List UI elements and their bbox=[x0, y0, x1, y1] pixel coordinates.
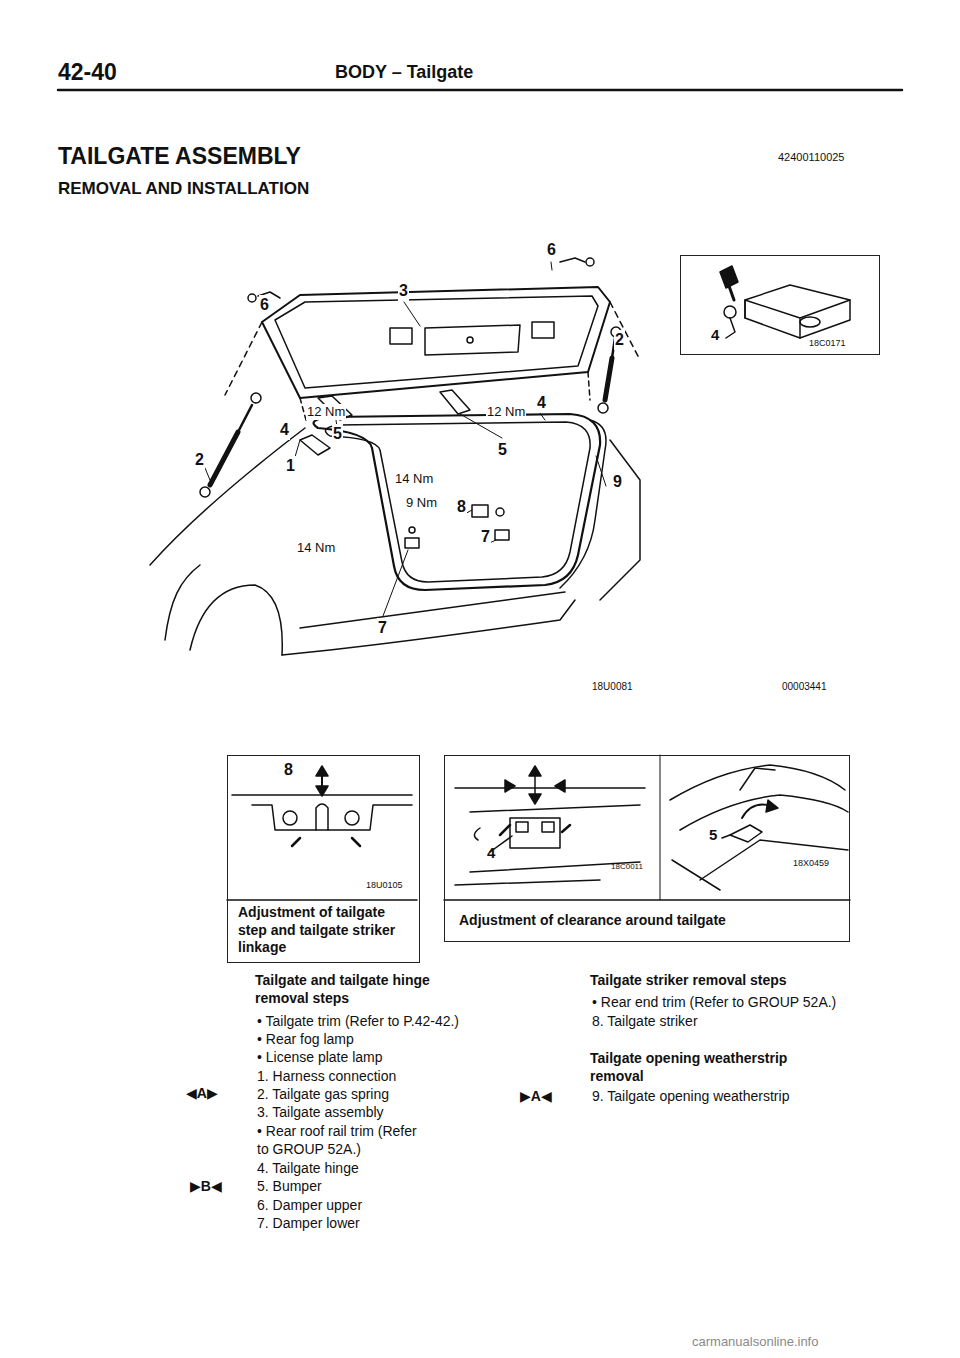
hinge bbox=[300, 390, 470, 455]
step-text: Tailgate and tailgate hinge removal step… bbox=[255, 972, 485, 1007]
tailgate bbox=[225, 287, 640, 420]
car-body bbox=[150, 420, 640, 655]
callout-number: 4 bbox=[711, 326, 719, 345]
callout-number: 5 bbox=[332, 424, 343, 444]
watermark: carmanualsonline.info bbox=[692, 1334, 818, 1350]
callout-number: 9 Nm bbox=[405, 495, 438, 511]
step-text: • License plate lamp bbox=[257, 1049, 383, 1067]
step-text: Tailgate striker removal steps bbox=[590, 972, 787, 990]
step-text: 8. Tailgate striker bbox=[592, 1013, 698, 1031]
figure-code: 18U0081 bbox=[592, 681, 633, 694]
header-text: 42-40 bbox=[58, 58, 117, 87]
gas-spring bbox=[200, 327, 621, 497]
callout-number: 12 Nm bbox=[486, 404, 526, 420]
step-text: • Tailgate trim (Refer to P.42-42.) bbox=[257, 1013, 459, 1031]
callout-number: 1 bbox=[285, 456, 296, 476]
step-text: 5. Bumper bbox=[257, 1178, 322, 1196]
callout-number: 4 bbox=[487, 844, 495, 863]
header-text: BODY – Tailgate bbox=[335, 61, 473, 84]
step-text: ▶A◀ bbox=[520, 1088, 552, 1106]
callout-number: 6 bbox=[259, 295, 270, 315]
step-text: • Rear roof rail trim (Refer to GROUP 52… bbox=[257, 1123, 432, 1158]
callout-number: 8 bbox=[456, 497, 467, 517]
figure-box: 4 18C0011 5 18X0459Adjustment of clearance … bbox=[444, 755, 850, 942]
header-rule bbox=[58, 89, 902, 92]
step-text: • Rear fog lamp bbox=[257, 1031, 354, 1049]
callout-number: 7 bbox=[377, 618, 388, 638]
figure-caption: Adjustment of tailgate step and tailgate… bbox=[238, 904, 414, 957]
figure-code: 18U0105 bbox=[366, 880, 403, 891]
figure-box: 4 18C0171 bbox=[680, 255, 880, 355]
page-title: TAILGATE ASSEMBLY bbox=[58, 142, 301, 171]
step-text: 7. Damper lower bbox=[257, 1215, 360, 1233]
figure-code: 18C0171 bbox=[809, 338, 846, 349]
step-text: ▶B◀ bbox=[190, 1178, 222, 1196]
step-text: • Rear end trim (Refer to GROUP 52A.) bbox=[592, 994, 836, 1012]
striker-detail bbox=[227, 766, 417, 900]
step-text: 9. Tailgate opening weatherstrip bbox=[592, 1088, 789, 1106]
callout-number: 7 bbox=[480, 527, 491, 547]
callout-number: 2 bbox=[194, 450, 205, 470]
callout-number: 8 bbox=[284, 760, 293, 780]
callout-number: 9 bbox=[612, 472, 623, 492]
step-text: 2. Tailgate gas spring bbox=[257, 1086, 389, 1104]
callout-number: 4 bbox=[536, 393, 547, 413]
callout-number: 2 bbox=[614, 330, 625, 350]
figure-box: 8 18U0105Adjustment of tailgate step and … bbox=[227, 755, 420, 963]
leader-line bbox=[205, 262, 614, 616]
step-text: ◀A▶ bbox=[186, 1085, 218, 1103]
callout-number: 5 bbox=[497, 440, 508, 460]
step-text: 3. Tailgate assembly bbox=[257, 1104, 384, 1122]
figure-code: 18C0011 bbox=[611, 862, 643, 872]
figure-code: 18X0459 bbox=[793, 858, 829, 869]
header-text: REMOVAL AND INSTALLATION bbox=[58, 178, 309, 199]
step-text: 6. Damper upper bbox=[257, 1197, 362, 1215]
callout-number: 14 Nm bbox=[296, 540, 336, 556]
step-text: Tailgate opening weatherstrip removal bbox=[590, 1050, 820, 1085]
callout-number: Adjustment of clearance around tailgate bbox=[459, 912, 726, 930]
callout-number: 12 Nm bbox=[306, 404, 346, 420]
callout-number: 14 Nm bbox=[394, 471, 434, 487]
figure-code: 00003441 bbox=[782, 681, 827, 694]
callout-number: 3 bbox=[398, 281, 409, 301]
clearance-detail bbox=[444, 755, 850, 900]
callout-number: 5 bbox=[709, 826, 717, 845]
damper bbox=[248, 258, 594, 548]
callout-number: 6 bbox=[546, 240, 557, 260]
step-text: 1. Harness connection bbox=[257, 1068, 396, 1086]
step-text: 4. Tailgate hinge bbox=[257, 1160, 359, 1178]
header-text: 42400110025 bbox=[778, 151, 844, 165]
hinge-detail bbox=[720, 266, 850, 338]
callout-number: 4 bbox=[279, 420, 290, 440]
weatherstrip bbox=[314, 414, 601, 590]
